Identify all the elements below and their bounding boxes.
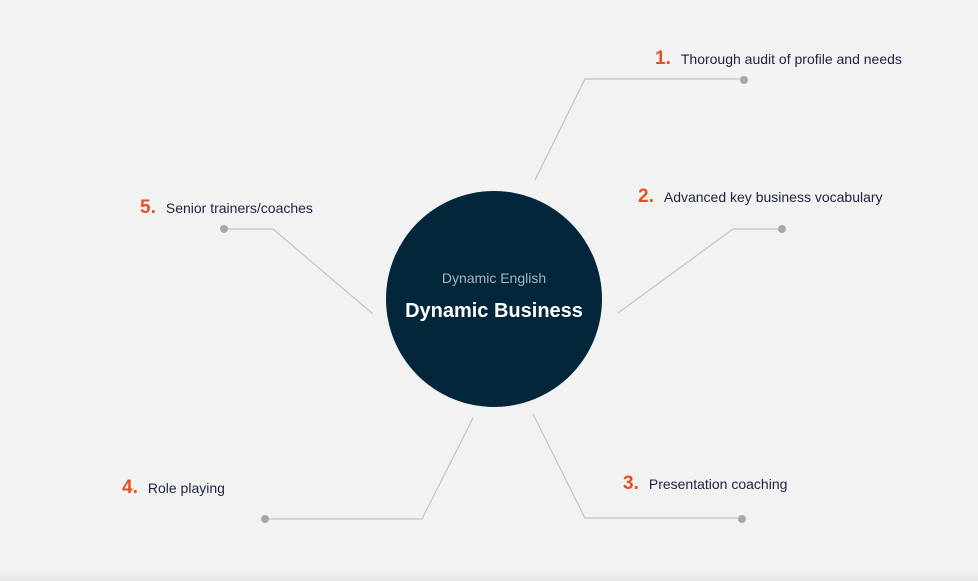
item-4-number: 4. xyxy=(122,477,138,498)
connector-item-4 xyxy=(265,417,474,520)
item-5-number: 5. xyxy=(140,197,156,218)
item-1-number: 1. xyxy=(655,48,671,69)
item-2-number: 2. xyxy=(638,186,654,207)
endpoint-dot-item-3 xyxy=(738,515,746,523)
item-2-label: Advanced key business vocabulary xyxy=(663,189,883,205)
endpoint-dot-item-4 xyxy=(261,515,269,523)
item-5: 5. Senior trainers/coaches xyxy=(140,197,313,219)
item-1: 1. Thorough audit of profile and needs xyxy=(655,48,902,70)
connector-item-2 xyxy=(617,228,782,314)
connector-item-3 xyxy=(532,413,742,519)
hub-subtitle: Dynamic English xyxy=(441,269,547,286)
endpoint-dot-item-2 xyxy=(778,225,786,233)
endpoint-dot-item-1 xyxy=(740,76,748,84)
connector-item-1 xyxy=(534,78,744,181)
item-1-label: Thorough audit of profile and needs xyxy=(680,51,902,67)
item-5-label: Senior trainers/coaches xyxy=(165,200,313,216)
item-3-number: 3. xyxy=(623,473,639,494)
item-4: 4. Role playing xyxy=(122,477,225,499)
item-3-label: Presentation coaching xyxy=(648,476,788,492)
item-3: 3. Presentation coaching xyxy=(623,473,787,495)
item-2: 2. Advanced key business vocabulary xyxy=(638,186,883,208)
bottom-edge-shadow xyxy=(0,571,978,581)
connector-item-5 xyxy=(224,228,374,315)
endpoint-dot-item-5 xyxy=(220,225,228,233)
central-hub-circle: Dynamic English Dynamic Business xyxy=(386,191,602,407)
item-4-label: Role playing xyxy=(147,480,225,496)
hub-title: Dynamic Business xyxy=(405,299,583,322)
